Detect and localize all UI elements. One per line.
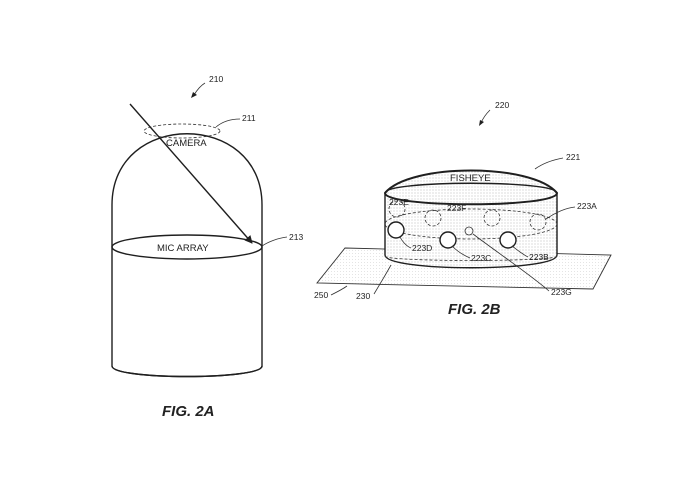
mic-223E [388,200,406,218]
fig-2a: CAMERA MIC ARRAY 210 211 213 FIG. 2A [111,74,303,420]
ref-221: 221 [566,152,580,162]
camera-ellipse [143,123,221,139]
direction-arrow [129,103,253,244]
ref-220: 220 [495,100,509,110]
ref-210-leader [193,82,206,96]
ref-223A-leader [545,206,576,220]
ref-213: 213 [289,232,303,242]
ref-213-leader [261,236,288,247]
ref-230-leader [373,264,392,295]
fisheye-rim [384,182,558,194]
mic-223F [424,209,442,227]
fisheye-label: FISHEYE [450,173,491,184]
fig-2b: FISHEYE 223E 223F 223A 223D 223C 223B 22… [314,100,612,318]
ref-223A: 223A [577,201,597,211]
ref-250: 250 [314,290,328,300]
mic-ring-ellipse [384,208,558,240]
ref-223F: 223F [447,203,466,213]
ref-210-arrowhead [191,92,197,98]
ref-223E: 223E [389,197,409,207]
fig-2a-caption: FIG. 2A [162,403,215,420]
ref-221-leader [534,157,564,170]
ref-223B-leader [511,245,529,258]
ref-223D-leader [399,236,412,249]
ref-220-leader [480,109,491,124]
device-bottom-rim [111,365,263,378]
ref-211: 211 [242,113,256,123]
mic-223G [464,226,474,236]
ref-223D: 223D [412,243,432,253]
fig-2b-caption: FIG. 2B [448,301,501,318]
ref-230: 230 [356,291,370,301]
ref-250-leader [330,285,348,296]
camera-label: CAMERA [166,138,207,149]
ref-223G: 223G [551,287,572,297]
mic-223D [387,221,405,239]
mic-array-label: MIC ARRAY [157,243,209,254]
ref-211-leader [215,118,241,128]
mic-223F2 [483,209,501,227]
ref-223G-leader [472,233,550,292]
ref-210: 210 [209,74,223,84]
ref-223C: 223C [471,253,491,263]
mic-223B [499,231,517,249]
mic-223C [439,231,457,249]
ref-223B: 223B [529,252,549,262]
mic-array-ellipse [111,234,263,260]
cylinder-base-dashed [384,255,558,261]
mic-223A [529,213,547,231]
ref-223C-leader [451,245,471,259]
ref-220-arrowhead [479,120,484,126]
